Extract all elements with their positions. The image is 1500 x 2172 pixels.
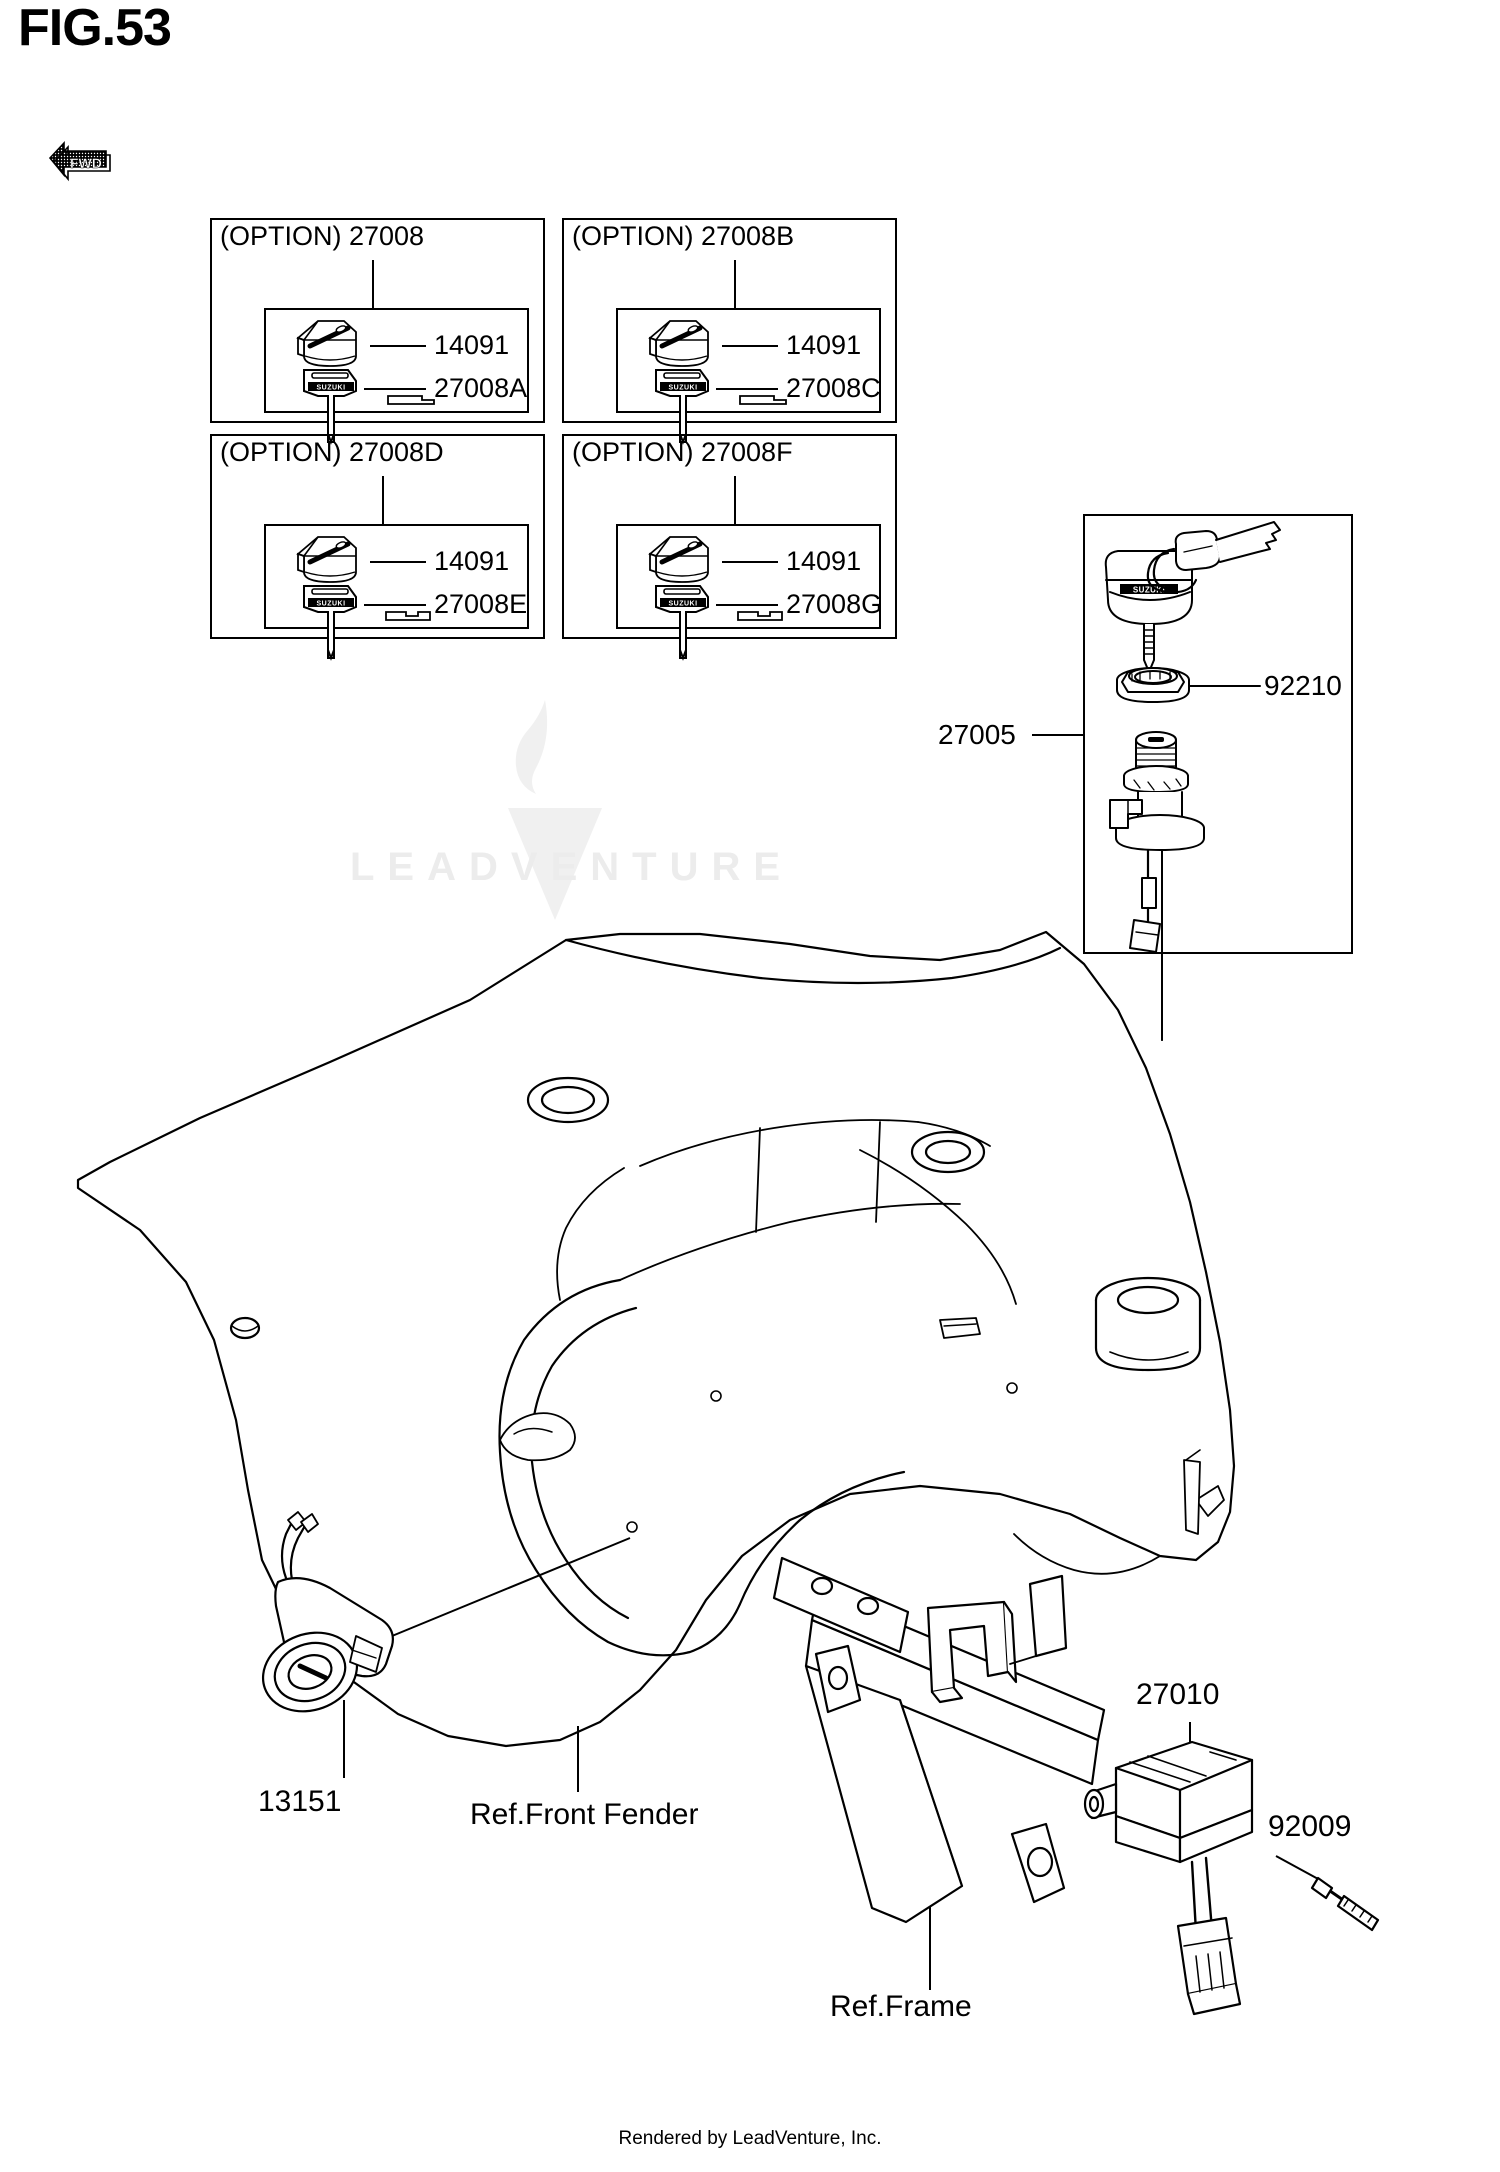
part-ref-14091: 14091	[786, 546, 862, 576]
lead-line-14091	[722, 345, 778, 347]
key-cut-profile-icon	[385, 611, 431, 621]
option-box-27008D-title: (OPTION) 27008D	[220, 437, 444, 467]
part-ref-27008C: 27008C	[786, 373, 881, 403]
key-cap-icon	[296, 320, 357, 367]
option-box-27008B-inner: 14091 SUZUKI 27008C	[616, 308, 881, 445]
watermark-logo	[340, 690, 960, 930]
lead-line-27008C	[716, 388, 778, 390]
part-ref-27010: 27010	[1136, 1678, 1220, 1711]
svg-text:SUZUKI: SUZUKI	[668, 385, 697, 392]
option-box-27008F-title: (OPTION) 27008F	[572, 437, 793, 467]
lead-line-27008A	[364, 388, 426, 390]
assembly-box-27005	[1083, 514, 1353, 954]
option-box-27008F-inner: 14091 SUZUKI 27008G	[616, 524, 883, 661]
part-ref-92210: 92210	[1264, 670, 1342, 701]
reference-front-fender: Ref.Front Fender	[470, 1798, 699, 1831]
option-leader-line	[734, 476, 736, 526]
option-box-27008: (OPTION) 27008 14091 SUZUKI	[210, 218, 545, 445]
lead-line-27008G	[716, 604, 778, 606]
option-box-27008B: (OPTION) 27008B 14091 SUZUKI 27008C	[562, 218, 897, 445]
key-cut-profile-icon	[387, 395, 435, 405]
option-box-27008-title: (OPTION) 27008	[220, 221, 425, 251]
key-cut-profile-icon	[739, 395, 787, 405]
key-blank-icon: SUZUKI	[303, 369, 357, 445]
option-box-27008D: (OPTION) 27008D 14091 SUZUKI 27008E	[210, 434, 545, 661]
key-cap-icon	[648, 536, 709, 583]
svg-text:FWD: FWD	[70, 155, 102, 171]
part-ref-92009: 92009	[1268, 1810, 1352, 1843]
part-ref-27008E: 27008E	[434, 589, 528, 619]
option-box-27008B-title: (OPTION) 27008B	[572, 221, 795, 251]
option-leader-line	[372, 260, 374, 310]
fwd-orientation-icon: FWD	[48, 140, 118, 192]
part-ref-14091: 14091	[786, 330, 862, 360]
lead-line-14091	[370, 561, 426, 563]
lead-line-14091	[722, 561, 778, 563]
page-title: FIG.53	[18, 0, 172, 57]
key-blank-icon: SUZUKI	[655, 369, 709, 445]
option-leader-line	[734, 260, 736, 310]
svg-text:SUZUKI: SUZUKI	[316, 385, 345, 392]
part-ref-27008A: 27008A	[434, 373, 528, 403]
key-cut-profile-icon	[737, 611, 783, 621]
part-ref-13151: 13151	[258, 1785, 342, 1818]
reference-frame: Ref.Frame	[830, 1990, 972, 2023]
key-blank-icon: SUZUKI	[655, 585, 709, 661]
lead-line-13151	[343, 1700, 345, 1778]
option-leader-line	[382, 476, 384, 526]
option-box-27008D-inner: 14091 SUZUKI 27008E	[264, 524, 529, 661]
key-cap-icon	[296, 536, 357, 583]
key-cap-icon	[648, 320, 709, 367]
svg-text:SUZUKI: SUZUKI	[668, 601, 697, 608]
lead-line-27005	[1032, 734, 1085, 736]
part-ref-14091: 14091	[434, 330, 510, 360]
option-box-27008-inner: 14091 SUZUKI 27008A	[264, 308, 529, 445]
part-ref-27005: 27005	[938, 719, 1016, 750]
option-box-27008F: (OPTION) 27008F 14091 SUZUKI 27008G	[562, 434, 897, 661]
watermark-text: LEADVENTURE	[350, 845, 794, 889]
lead-line-27008E	[364, 604, 426, 606]
part-ref-27008G: 27008G	[786, 589, 883, 619]
part-ref-14091: 14091	[434, 546, 510, 576]
footer-credit: Rendered by LeadVenture, Inc.	[618, 2128, 882, 2149]
lead-line-14091	[370, 345, 426, 347]
svg-text:SUZUKI: SUZUKI	[316, 601, 345, 608]
key-blank-icon: SUZUKI	[303, 585, 357, 661]
